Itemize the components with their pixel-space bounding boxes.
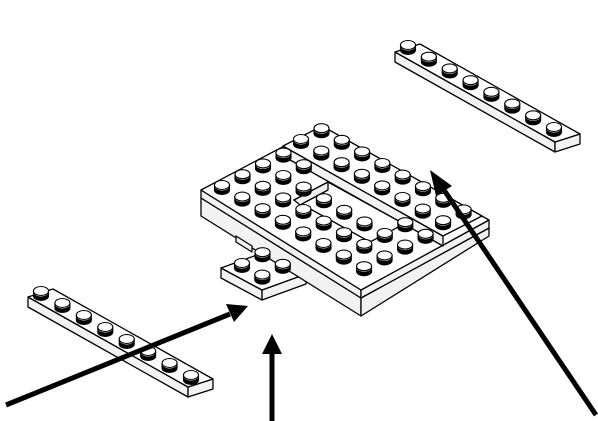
ridge-stud: [374, 180, 391, 196]
stud: [441, 63, 458, 79]
stud: [97, 321, 114, 338]
stud: [545, 121, 563, 138]
frame-stud: [315, 237, 332, 254]
frame-stud: [213, 179, 231, 196]
plate-2x2-notch-studs: [233, 247, 291, 285]
plate-1x8-top-right-studs: [399, 39, 563, 138]
frame-stud: [335, 227, 353, 243]
ridge-stud: [333, 134, 350, 150]
frame-stud: [336, 204, 353, 220]
frame-stud: [275, 147, 292, 163]
ridge-stud: [292, 133, 310, 150]
frame-stud: [397, 239, 414, 255]
ridge-stud: [333, 157, 350, 173]
ridge-stud: [414, 203, 431, 219]
plate-1x8-bottom-left: [27, 285, 214, 398]
arrow-right: [430, 170, 598, 417]
frame-stud: [254, 180, 271, 196]
ridge-stud: [374, 157, 391, 174]
frame-stud: [315, 215, 332, 231]
stud: [75, 309, 92, 326]
frame-stud: [295, 181, 312, 197]
ridge-stud: [354, 146, 371, 162]
stud: [462, 75, 479, 91]
ridge-stud: [313, 123, 330, 139]
frame-stud: [356, 216, 373, 232]
arrow-bottom: [262, 334, 282, 421]
frame-stud: [295, 159, 312, 175]
notch-stud: [233, 257, 251, 274]
stud: [182, 369, 200, 386]
frame-stud: [417, 228, 434, 244]
stud: [483, 86, 500, 102]
frame-stud: [335, 249, 352, 265]
frame-stud: [397, 217, 414, 233]
ridge-stud: [353, 168, 370, 184]
ridge-stud: [414, 181, 432, 197]
frame-stud: [315, 193, 332, 209]
ridge-stud: [394, 191, 411, 208]
frame-stud: [295, 226, 312, 242]
frame-stud: [295, 203, 312, 220]
plate-1x8-bottom-left-studs: [32, 285, 200, 386]
stud: [32, 285, 50, 302]
notch-stud: [254, 247, 271, 263]
frame-plate-studs: [213, 147, 434, 277]
stud: [399, 39, 417, 56]
ridge-stud: [394, 169, 411, 185]
arrow-left: [5, 304, 248, 408]
ridge-stud: [435, 215, 452, 231]
stud: [504, 98, 521, 114]
stud: [420, 51, 437, 67]
stud: [54, 297, 71, 314]
stud: [118, 333, 135, 350]
frame-stud: [275, 169, 292, 186]
frame-stud: [275, 192, 292, 208]
frame-stud: [254, 203, 271, 219]
frame-stud: [234, 191, 251, 207]
frame-stud: [376, 250, 393, 266]
notch-stud: [274, 258, 291, 274]
frame-ridge-studs: [292, 123, 472, 231]
ridge-stud: [313, 145, 330, 161]
frame-stud: [356, 238, 373, 254]
frame-stud: [274, 214, 291, 230]
frame-stud: [356, 261, 373, 277]
stud: [161, 357, 178, 374]
frame-stud: [254, 158, 272, 174]
frame-stud: [376, 227, 393, 244]
stud: [525, 110, 542, 126]
plate-1x8-top-right: [394, 39, 581, 153]
frame-stud: [234, 169, 251, 185]
notch-stud: [254, 269, 271, 285]
